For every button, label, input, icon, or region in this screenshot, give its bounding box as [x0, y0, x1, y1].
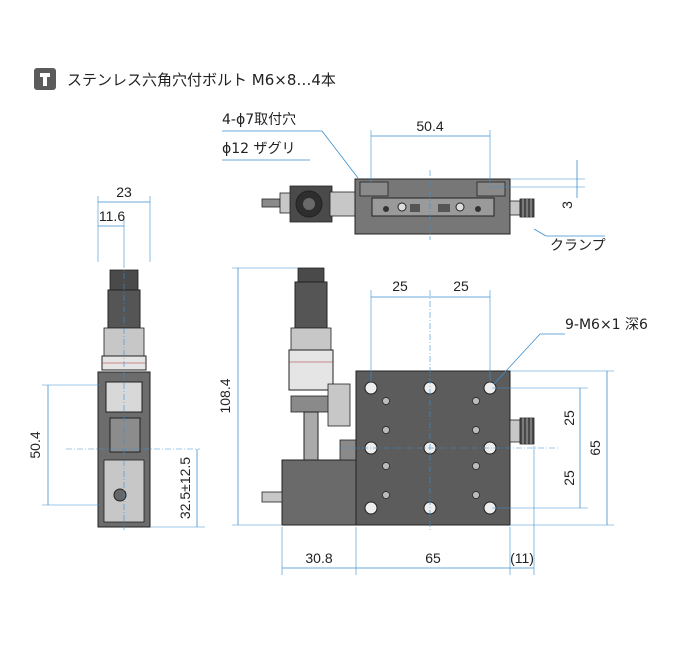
- side-view: 23 11.6 50.4 32.5±12.5: [27, 184, 205, 530]
- hex-bolt-icon: [34, 68, 56, 90]
- callout-tapped-holes: 9-M6×1 深6: [565, 317, 648, 333]
- callout-mount-holes: 4-ϕ7取付穴: [222, 112, 296, 128]
- front-view: 25 25 9-M6×1 深6 25 25 65 108.4 30.8 65 (…: [217, 267, 648, 575]
- small-holes: [382, 397, 480, 499]
- dim-side-offset: 11.6: [99, 208, 125, 224]
- dim-travel: 32.5±12.5: [177, 457, 193, 519]
- header-note: ステンレス六角穴付ボルト M6×8…4本: [67, 71, 336, 89]
- dim-base-width: 65: [425, 550, 441, 566]
- header: ステンレス六角穴付ボルト M6×8…4本: [34, 68, 336, 90]
- dim-pitch-y1: 25: [561, 410, 577, 426]
- dim-pitch-y2: 25: [561, 470, 577, 486]
- callout-counterbore: ϕ12 ザグリ: [222, 141, 296, 157]
- callout-clamp: クランプ: [550, 238, 606, 254]
- top-view: 50.4 3 4-ϕ7取付穴 ϕ12 ザグリ クランプ: [222, 112, 606, 254]
- dim-pitch-x2: 25: [453, 278, 469, 294]
- dim-top-offset: 3: [559, 201, 575, 209]
- dim-side-height: 50.4: [27, 431, 43, 458]
- tapped-holes: [364, 381, 497, 515]
- dim-base-right: (11): [510, 550, 534, 566]
- dim-side-width: 23: [116, 184, 132, 200]
- dim-pitch-x1: 25: [392, 278, 408, 294]
- dim-front-height: 108.4: [217, 378, 233, 413]
- dim-top-width: 50.4: [416, 118, 443, 134]
- dim-base-left: 30.8: [305, 550, 332, 566]
- dim-table-height: 65: [587, 440, 603, 456]
